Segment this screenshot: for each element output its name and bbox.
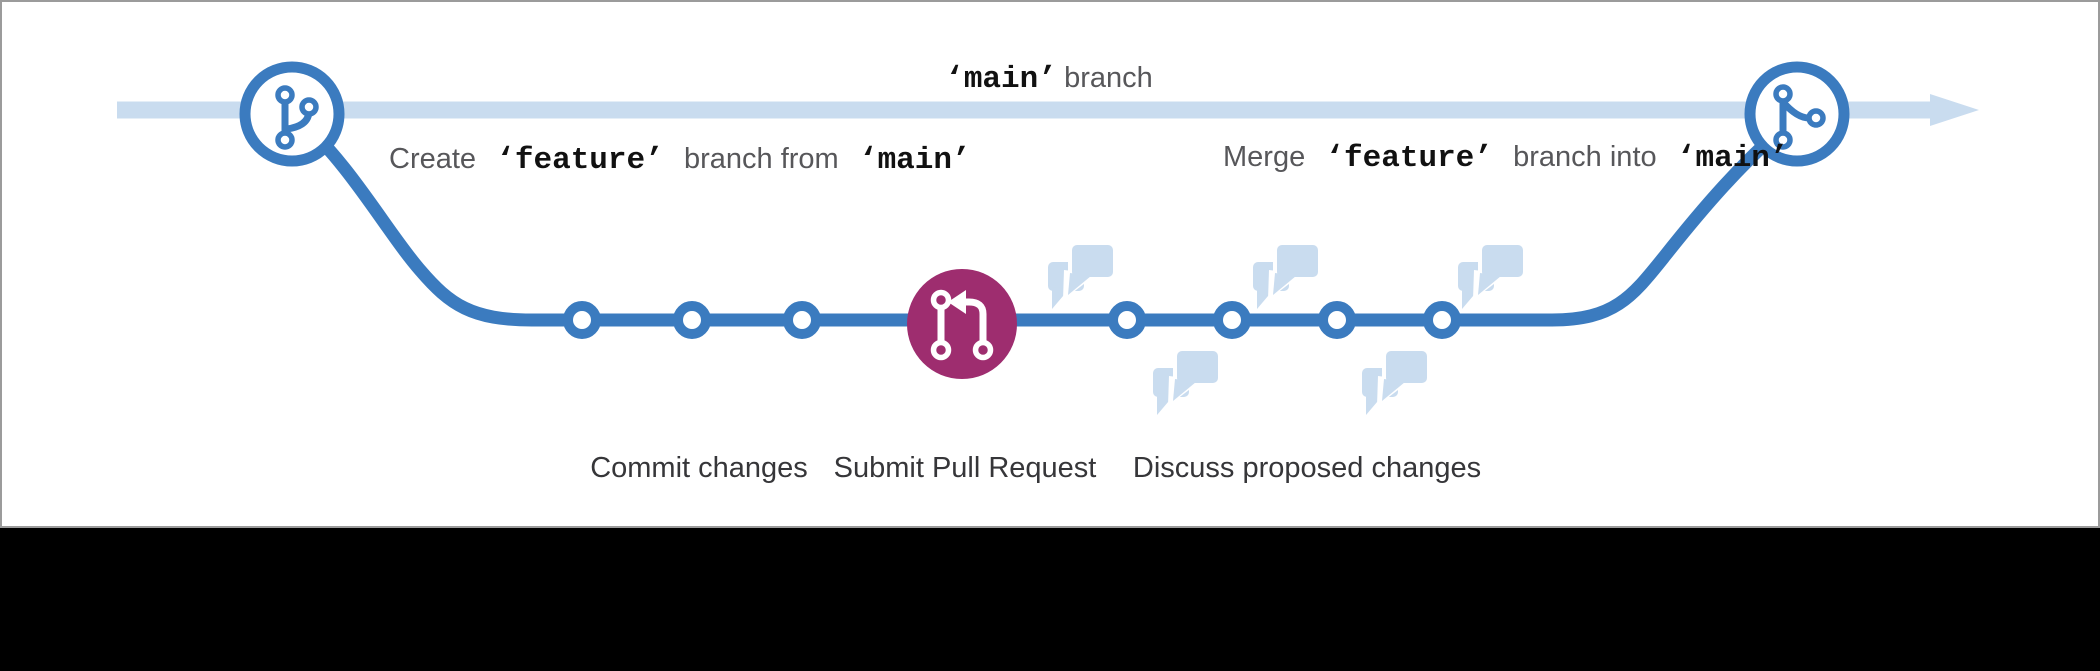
git-merge-terminal — [1744, 61, 1850, 167]
main-branch-label: ‘main’ branch — [945, 62, 1153, 98]
create-code-feature: ‘feature’ — [496, 143, 664, 178]
comment-discussion-icon — [1048, 241, 1117, 309]
commit-node — [1318, 301, 1356, 339]
main-branch-text: branch — [1064, 62, 1153, 94]
main-branch-code: ‘main’ — [945, 62, 1057, 97]
commit-node — [673, 301, 711, 339]
main-branch-arrowhead-icon — [1930, 94, 1979, 126]
feature-branch-path — [293, 111, 1801, 327]
commit-node — [783, 301, 821, 339]
letterbox-bottom — [0, 528, 2100, 671]
create-branch-annotation: Create ‘feature’ branch from ‘main’ — [389, 143, 984, 179]
git-branch-terminal — [239, 61, 345, 167]
git-pull-request-icon — [930, 289, 994, 361]
step-label-commit-changes: Commit changes — [590, 452, 808, 484]
commit-nodes — [563, 301, 1461, 339]
merge-text-middle: branch into — [1513, 141, 1657, 173]
step-label-discuss-changes: Discuss proposed changes — [1132, 452, 1482, 484]
git-branch-icon — [275, 85, 319, 150]
diagram-panel: ‘main’ branch Create ‘feature’ branch fr… — [0, 0, 2100, 528]
commit-node — [1108, 301, 1146, 339]
create-text-before: Create — [389, 143, 477, 175]
create-text-middle: branch from — [683, 143, 839, 175]
terminal-circle — [239, 61, 345, 167]
commit-node — [1213, 301, 1251, 339]
commit-node — [1423, 301, 1461, 339]
merge-code-main: ‘main’ — [1676, 141, 1789, 176]
merge-code-feature: ‘feature’ — [1325, 141, 1493, 176]
commit-node — [563, 301, 601, 339]
comment-discussion-icon — [1153, 347, 1222, 415]
merge-text-before: Merge — [1223, 141, 1306, 173]
pull-request-circle — [907, 269, 1017, 379]
comment-discussion-icon — [1362, 347, 1431, 415]
comment-discussion-icon — [1458, 241, 1527, 309]
pull-request-node — [907, 269, 1017, 379]
merge-branch-annotation: Merge ‘feature’ branch into ‘main’ — [1223, 141, 1802, 177]
flow-diagram-canvas — [117, 61, 1979, 415]
git-merge-icon — [1773, 84, 1826, 150]
create-code-main: ‘main’ — [858, 143, 971, 178]
comment-discussion-icon — [1253, 241, 1322, 309]
step-label-submit-pull-request: Submit Pull Request — [833, 452, 1097, 484]
